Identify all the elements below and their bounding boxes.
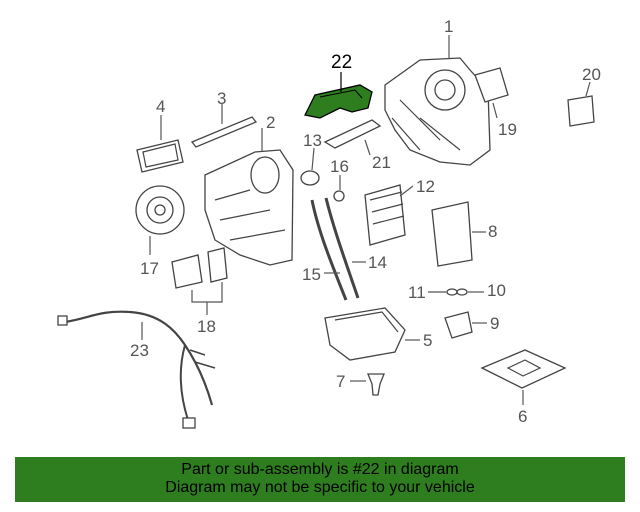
part-20-module[interactable]	[567, 95, 595, 127]
callout-4: 4	[156, 97, 165, 116]
callout-13: 13	[303, 131, 322, 150]
part-1-hvac-case[interactable]	[384, 57, 491, 166]
diagram-notice-banner: Part or sub-assembly is #22 in diagram D…	[15, 457, 625, 502]
callout-5: 5	[423, 331, 432, 350]
part-5-drain-pan[interactable]	[324, 307, 406, 361]
callout-14: 14	[368, 253, 387, 272]
part-9-bracket[interactable]	[444, 311, 473, 339]
callout-10: 10	[487, 281, 506, 300]
callout-16: 16	[330, 157, 349, 176]
banner-line-1: Part or sub-assembly is #22 in diagram	[181, 461, 459, 478]
part-16-oring[interactable]	[333, 190, 345, 202]
callout-23: 23	[130, 341, 149, 360]
callout-7: 7	[336, 372, 345, 391]
callout-3: 3	[217, 89, 226, 108]
part-23-harness[interactable]	[57, 310, 216, 429]
part-12-evaporator[interactable]	[364, 184, 406, 246]
part-19-actuator[interactable]	[474, 67, 509, 103]
callout-2: 2	[266, 113, 275, 132]
part-22-duct-bracket[interactable]	[304, 84, 373, 119]
part-6-plate[interactable]	[480, 349, 567, 389]
part-21-strap[interactable]	[323, 119, 382, 149]
part-17-blower-motor[interactable]	[135, 185, 185, 235]
callout-9: 9	[490, 314, 499, 333]
part-10-11-seals[interactable]	[446, 288, 468, 296]
callout-21: 21	[372, 153, 391, 172]
part-14-15-pipes[interactable]	[310, 197, 360, 301]
part-8-heater-core[interactable]	[431, 201, 473, 267]
callout-1: 1	[444, 17, 453, 36]
part-13-clamp[interactable]	[300, 170, 320, 186]
banner-line-2: Diagram may not be specific to your vehi…	[165, 479, 475, 496]
callout-11: 11	[408, 283, 426, 302]
callout-19: 19	[498, 120, 517, 139]
callout-20: 20	[582, 65, 601, 84]
part-18-resistor[interactable]	[171, 247, 228, 289]
callout-17: 17	[140, 259, 159, 278]
callout-22: 22	[331, 52, 352, 73]
part-2-housing[interactable]	[204, 149, 294, 266]
part-7-fastener[interactable]	[367, 373, 385, 396]
parts-diagram: 1 22 21 19 20 4 3 2	[57, 17, 601, 429]
callout-6: 6	[518, 407, 527, 426]
part-3-seal[interactable]	[190, 116, 258, 148]
part-4-filter[interactable]	[136, 139, 184, 173]
callout-18: 18	[197, 317, 216, 336]
callout-8: 8	[488, 222, 497, 241]
callout-15: 15	[302, 265, 321, 284]
callout-12: 12	[416, 177, 435, 196]
